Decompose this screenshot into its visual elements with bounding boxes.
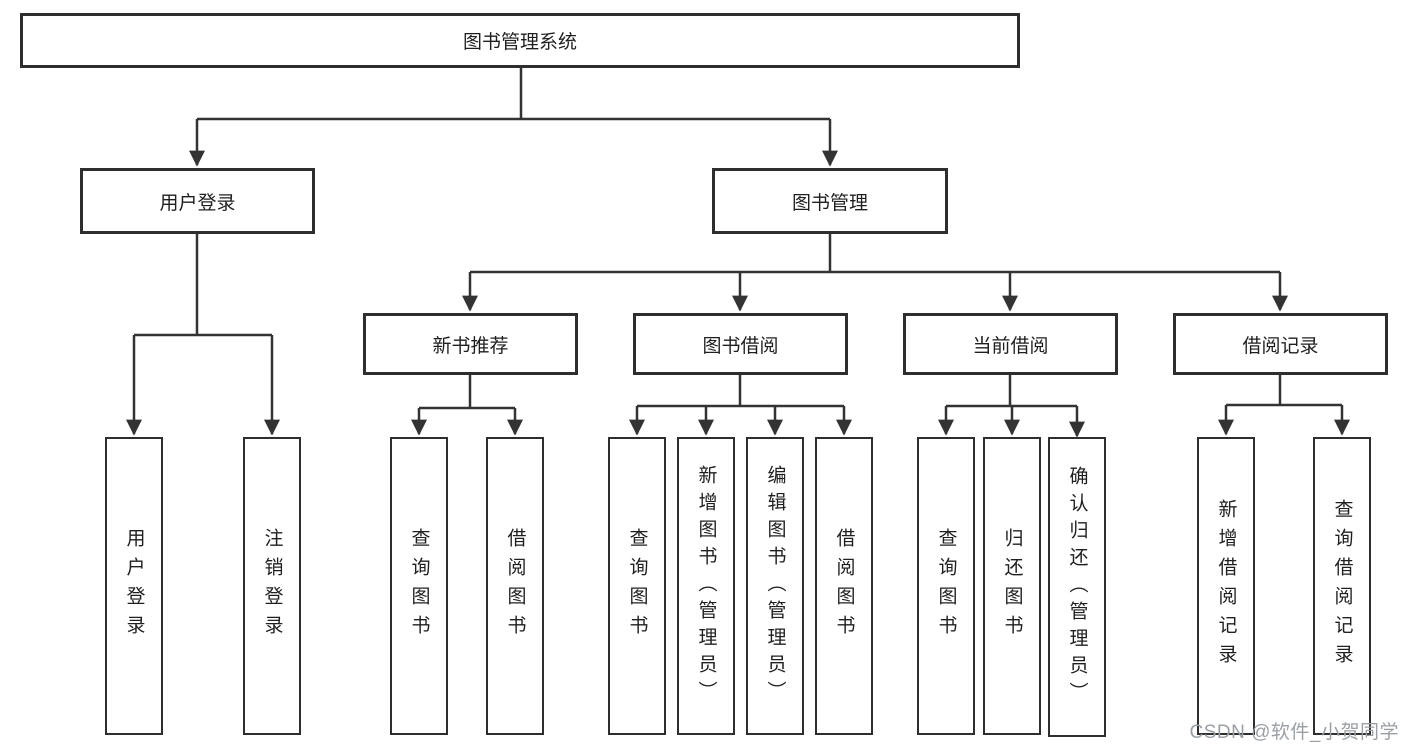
leaf-label: 查询图书 bbox=[935, 528, 957, 644]
leaf-label: 编辑图书（管理员） bbox=[764, 464, 786, 708]
leaf-logout: 注销登录 bbox=[243, 437, 301, 735]
leaf-borrow-books-recommend: 借阅图书 bbox=[486, 437, 544, 735]
leaf-label: 新增图书（管理员） bbox=[695, 464, 717, 708]
node-current-borrowing: 当前借阅 bbox=[903, 313, 1118, 375]
node-user-login: 用户登录 bbox=[80, 168, 315, 234]
leaf-borrow-books-borrowing: 借阅图书 bbox=[815, 437, 873, 735]
leaf-label: 查询图书 bbox=[408, 528, 430, 644]
node-label: 新书推荐 bbox=[432, 335, 509, 357]
leaf-query-books-recommend: 查询图书 bbox=[390, 437, 448, 735]
leaf-query-books-current: 查询图书 bbox=[917, 437, 975, 735]
leaf-label: 借阅图书 bbox=[504, 528, 526, 644]
leaf-label: 新增借阅记录 bbox=[1215, 499, 1237, 673]
leaf-add-books-admin: 新增图书（管理员） bbox=[677, 437, 735, 735]
leaf-user-login: 用户登录 bbox=[105, 437, 163, 735]
leaf-label: 归还图书 bbox=[1001, 528, 1023, 644]
node-label: 当前借阅 bbox=[972, 335, 1049, 357]
node-book-management: 图书管理 bbox=[712, 168, 948, 234]
node-root-library-system: 图书管理系统 bbox=[20, 13, 1020, 68]
leaf-label: 查询借阅记录 bbox=[1331, 499, 1353, 673]
node-label: 图书借阅 bbox=[702, 335, 779, 357]
leaf-label: 确认归还（管理员） bbox=[1066, 465, 1088, 709]
leaf-query-books-borrowing: 查询图书 bbox=[608, 437, 666, 735]
leaf-label: 注销登录 bbox=[261, 528, 283, 644]
leaf-add-borrow-record: 新增借阅记录 bbox=[1197, 437, 1255, 735]
leaf-confirm-return-admin: 确认归还（管理员） bbox=[1048, 437, 1106, 737]
node-label: 用户登录 bbox=[159, 192, 236, 214]
leaf-label: 借阅图书 bbox=[833, 528, 855, 644]
node-label: 借阅记录 bbox=[1242, 335, 1319, 357]
node-label: 图书管理系统 bbox=[462, 32, 577, 53]
leaf-label: 用户登录 bbox=[123, 528, 145, 644]
leaf-query-borrow-record: 查询借阅记录 bbox=[1313, 437, 1371, 735]
node-new-book-recommend: 新书推荐 bbox=[363, 313, 578, 375]
leaf-return-books: 归还图书 bbox=[983, 437, 1041, 735]
leaf-label: 查询图书 bbox=[626, 528, 648, 644]
node-book-borrowing: 图书借阅 bbox=[633, 313, 848, 375]
node-label: 图书管理 bbox=[791, 192, 868, 214]
csdn-watermark: CSDN @软件_小贺同学 bbox=[1189, 722, 1399, 743]
node-borrowing-records: 借阅记录 bbox=[1173, 313, 1388, 375]
leaf-edit-books-admin: 编辑图书（管理员） bbox=[746, 437, 804, 735]
